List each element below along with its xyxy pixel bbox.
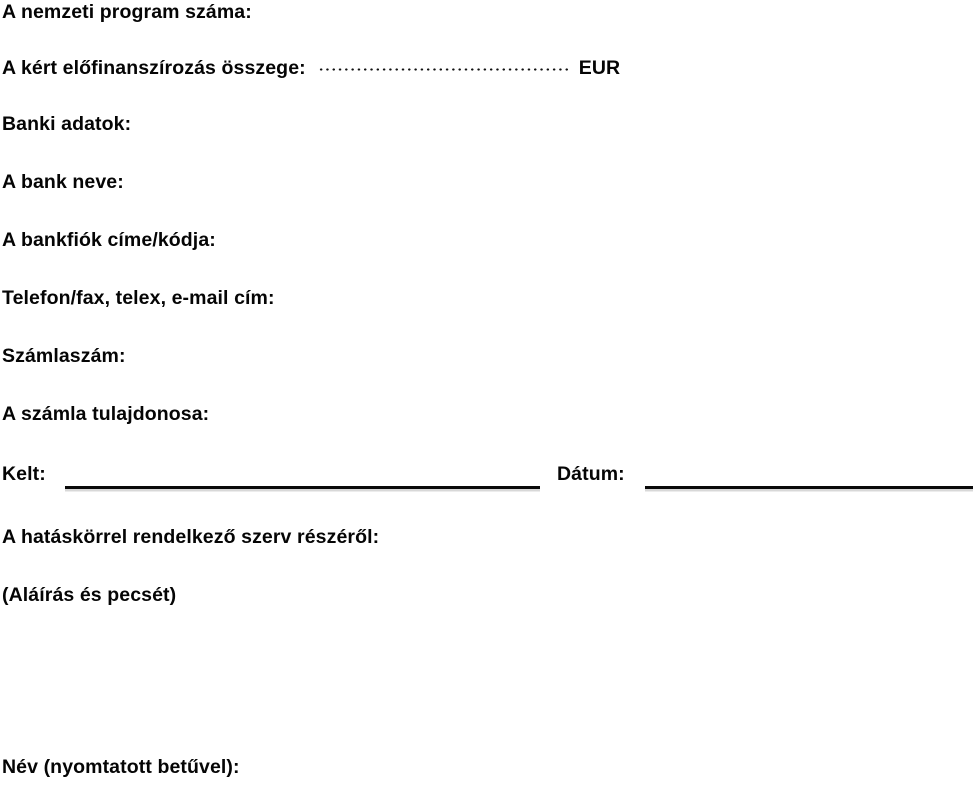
field-label-issuing-authority: A hatáskörrel rendelkező szerv részéről:	[2, 526, 380, 548]
field-row-place-and-date: Kelt: Dátum:	[2, 462, 973, 492]
field-label-contact-details: Telefon/fax, telex, e-mail cím:	[2, 287, 275, 309]
field-label-date: Dátum:	[557, 463, 625, 485]
prefinancing-amount-input[interactable]	[317, 55, 570, 74]
section-heading-bank-data: Banki adatok:	[2, 113, 132, 135]
place-input-rule[interactable]	[65, 486, 540, 489]
field-label-printed-name: Név (nyomtatott betűvel):	[2, 756, 240, 778]
field-label-bank-branch-address-code: A bankfiók címe/kódja:	[2, 229, 216, 251]
date-input-rule[interactable]	[645, 486, 973, 489]
signature-and-stamp-note: (Aláírás és pecsét)	[2, 584, 177, 606]
field-label-prefinancing-amount: A kért előfinanszírozás összege:	[2, 57, 306, 79]
field-label-account-holder: A számla tulajdonosa:	[2, 403, 210, 425]
field-label-account-number: Számlaszám:	[2, 345, 126, 367]
prefinancing-currency-label: EUR	[578, 57, 621, 79]
field-label-place: Kelt:	[2, 463, 46, 485]
field-row-prefinancing-amount: A kért előfinanszírozás összege: EUR	[2, 55, 620, 80]
field-label-bank-name: A bank neve:	[2, 171, 124, 193]
field-label-national-program-number: A nemzeti program száma:	[2, 1, 252, 23]
